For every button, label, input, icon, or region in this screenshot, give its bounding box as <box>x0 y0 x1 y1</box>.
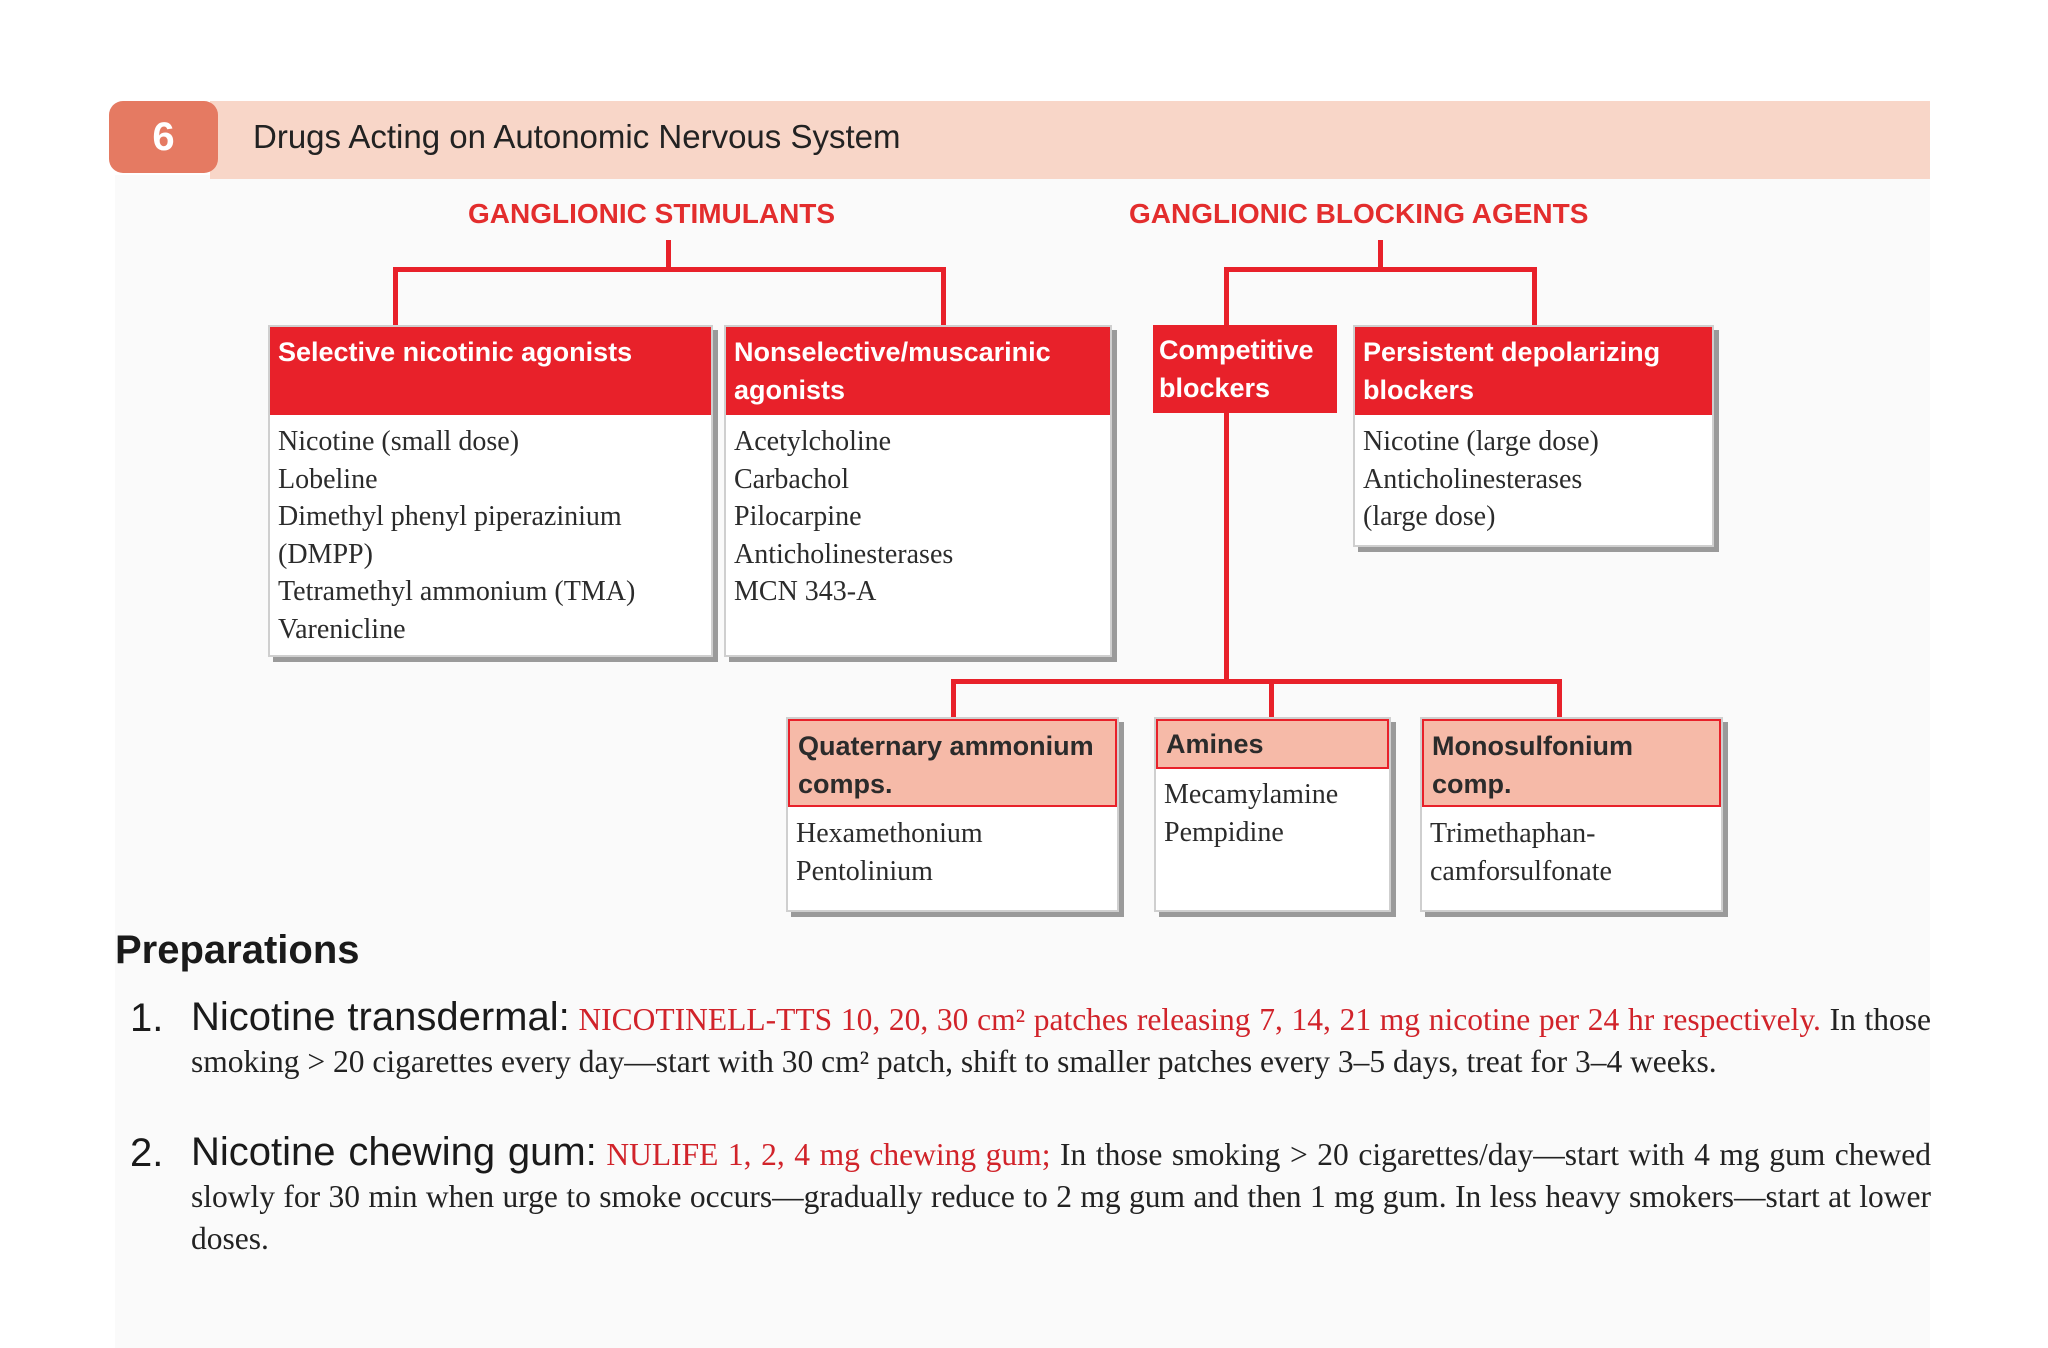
connector <box>1224 267 1537 272</box>
monosulfonium-box: Monosulfonium comp. Trimethaphan- camfor… <box>1420 717 1723 912</box>
drug-item: Hexamethonium <box>796 818 983 849</box>
drug-item: Mecamylamine <box>1164 779 1339 810</box>
brand-text: NULIFE 1, 2, 4 mg chewing gum; <box>606 1137 1051 1172</box>
drug-item: (DMPP) <box>278 538 373 570</box>
connector <box>393 267 398 327</box>
persistent-blockers-box: Persistent depolarizing blockers Nicotin… <box>1353 325 1714 547</box>
drug-item: Carbachol <box>734 463 850 495</box>
box-items: Acetylcholine Carbachol Pilocarpine Anti… <box>734 423 953 611</box>
drug-item: Lobeline <box>278 463 378 495</box>
nonselective-agonists-box: Nonselective/muscarinic agonists Acetylc… <box>724 325 1112 657</box>
chapter-title: Drugs Acting on Autonomic Nervous System <box>253 118 901 155</box>
box-heading: Persistent depolarizing blockers <box>1355 327 1712 415</box>
drug-item: Anticholinesterases <box>1363 463 1583 495</box>
box-items: Trimethaphan- camforsulfonate <box>1430 815 1612 890</box>
drug-item: Nicotine (large dose) <box>1363 426 1599 457</box>
box-heading: Competitive blockers <box>1153 325 1337 413</box>
item-body: Nicotine transdermal: NICOTINELL-TTS 10,… <box>191 996 1931 1083</box>
brand-text: NICOTINELL-TTS 10, 20, 30 cm² patches re… <box>578 1002 1821 1037</box>
stimulants-title: GANGLIONIC STIMULANTS <box>468 198 836 229</box>
item-name: Nicotine transdermal: <box>191 995 570 1039</box>
box-items: Nicotine (large dose) Anticholinesterase… <box>1363 423 1599 536</box>
amines-box: Amines Mecamylamine Pempidine <box>1154 717 1391 912</box>
item-text: In those smoking > 20 cigarettes/day—sta… <box>191 1137 1931 1256</box>
connector <box>1557 679 1562 719</box>
drug-item: Tetramethyl ammonium (TMA) <box>278 576 636 607</box>
box-items: Hexamethonium Pentolinium <box>796 815 983 890</box>
drug-item: Pentolinium <box>796 855 933 887</box>
connector <box>1532 267 1537 327</box>
connector <box>951 679 956 719</box>
box-items: Nicotine (small dose) Lobeline Dimethyl … <box>278 423 635 648</box>
drug-item: Anticholinesterases <box>734 538 954 570</box>
box-heading: Quaternary ammonium comps. <box>788 719 1117 807</box>
drug-item: camforsulfonate <box>1430 855 1612 887</box>
connector <box>666 240 671 270</box>
blockers-title: GANGLIONIC BLOCKING AGENTS <box>1129 198 1589 229</box>
box-heading: Monosulfonium comp. <box>1422 719 1721 807</box>
connector <box>1224 267 1229 327</box>
drug-item: Varenicline <box>278 613 406 645</box>
item-text: In those smoking > 20 cigarettes every d… <box>191 1002 1932 1079</box>
item-number: 1. <box>130 996 164 1040</box>
connector <box>1224 410 1229 682</box>
box-heading: Amines <box>1156 719 1389 769</box>
selective-agonists-box: Selective nicotinic agonists Nicotine (s… <box>268 325 713 657</box>
connector <box>1378 240 1383 270</box>
drug-item: Trimethaphan- <box>1430 818 1596 849</box>
box-heading: Nonselective/muscarinic agonists <box>726 327 1110 415</box>
drug-item: Nicotine (small dose) <box>278 426 520 457</box>
preparations-heading: Preparations <box>115 928 360 972</box>
page-number-badge: 6 <box>109 101 218 173</box>
connector <box>1269 679 1274 719</box>
drug-item: Acetylcholine <box>734 426 892 457</box>
connector <box>393 267 946 272</box>
drug-item: Pempidine <box>1164 816 1284 848</box>
chapter-header-band <box>210 101 1930 179</box>
drug-item: Pilocarpine <box>734 501 862 532</box>
box-items: Mecamylamine Pempidine <box>1164 776 1338 851</box>
connector <box>951 679 1562 684</box>
drug-item: Dimethyl phenyl piperazinium <box>278 501 622 532</box>
quaternary-ammonium-box: Quaternary ammonium comps. Hexamethonium… <box>786 717 1119 912</box>
drug-item: (large dose) <box>1363 501 1496 532</box>
item-name: Nicotine chewing gum: <box>191 1130 597 1174</box>
item-number: 2. <box>130 1131 164 1175</box>
item-body: Nicotine chewing gum: NULIFE 1, 2, 4 mg … <box>191 1131 1931 1260</box>
competitive-blockers-box: Competitive blockers <box>1153 325 1337 413</box>
box-heading: Selective nicotinic agonists <box>270 327 711 415</box>
drug-item: MCN 343-A <box>734 576 877 607</box>
connector <box>941 267 946 327</box>
